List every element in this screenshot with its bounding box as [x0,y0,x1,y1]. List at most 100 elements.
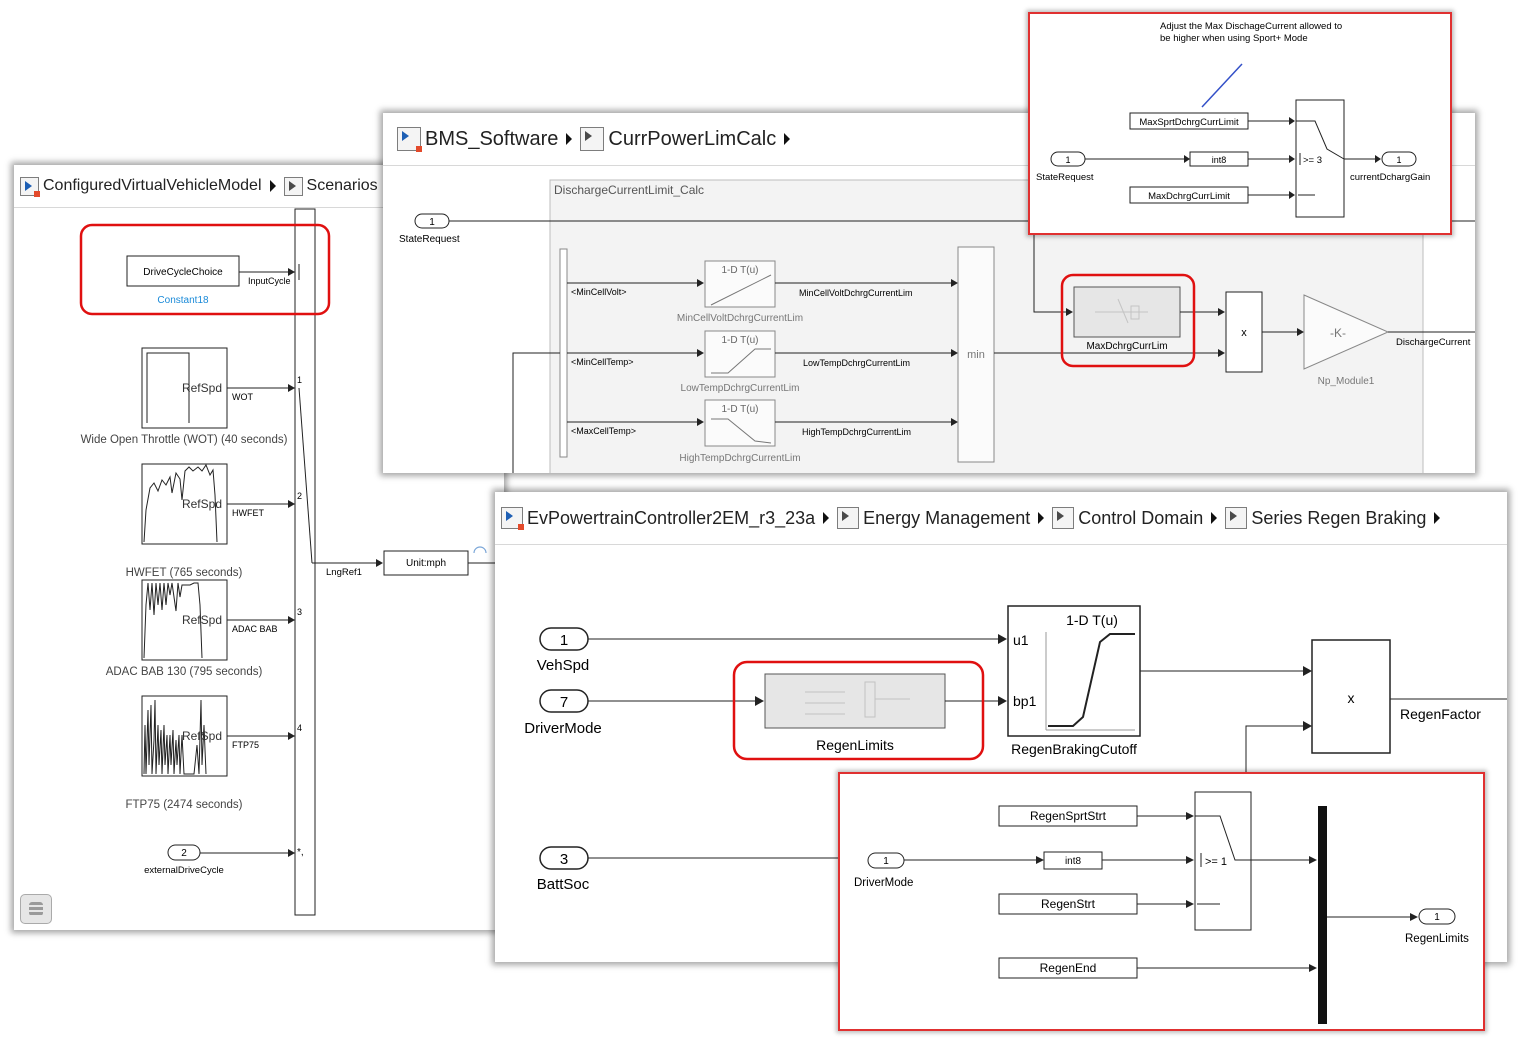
switch-block[interactable] [1295,99,1345,218]
regen-braking-cutoff-lut[interactable] [1007,605,1141,737]
breadcrumb-item-root[interactable]: ConfiguredVirtualVehicleModel [20,176,284,197]
lut-title: 1-D T(u) [721,335,758,346]
wireless-icon [473,546,487,554]
arrow-head-icon [697,418,704,426]
ftp75-port-label: FTP75 [232,740,259,750]
min-block[interactable] [957,246,995,463]
product-block[interactable] [1311,639,1391,754]
regen-limits-callout-canvas: RegenSprtStrt RegenStrt RegenEnd 1 Drive… [854,791,1469,1024]
switch-cond: >= 3 [1303,155,1322,166]
breadcrumb-label: BMS_Software [425,127,559,150]
unit-mph-label: Unit:mph [406,558,446,569]
regen-limits-callout: RegenSprtStrt RegenStrt RegenEnd 1 Drive… [838,772,1485,1031]
state-request-name: StateRequest [399,234,460,245]
discharge-subsystem-title: DischargeCurrentLimit_Calc [554,183,704,197]
drivermode-num: 1 [883,856,889,867]
arrow-head-icon [1375,155,1381,163]
chevron-right-icon [1434,512,1441,524]
chevron-right-icon [566,133,573,145]
adac-trace [143,582,203,659]
bus-selector-block[interactable] [559,248,568,458]
arrow-head-icon [1309,964,1317,972]
breadcrumb-item-control[interactable]: Control Domain [1052,507,1225,529]
arrow-head-icon [1410,913,1418,921]
outport-num: 1 [1434,912,1440,923]
wot-port-num: 1 [297,375,302,385]
wot-scope-block[interactable] [141,347,228,429]
adac-scope-block[interactable] [141,579,228,661]
breadcrumb-item-root[interactable]: EvPowertrainController2EM_r3_23a [501,507,837,530]
subsystem-icon [1052,507,1075,529]
mux-block[interactable] [1318,806,1327,1024]
drivermode-name: DriverMode [854,877,913,889]
arrow-head-icon [1218,349,1225,357]
max-dchrg-label: MaxDchrgCurrLimit [1148,191,1230,202]
wot-refspd-label: RefSpd [182,381,222,395]
hwfet-trace [143,463,218,543]
highlight-regen-limits [732,660,985,761]
int8-label: int8 [1065,856,1082,867]
model-icon [20,176,40,197]
breadcrumb-item-currpowerlim[interactable]: CurrPowerLimCalc [580,127,798,151]
drive-cycle-choice-block[interactable] [126,255,240,287]
switch-cond: >= 1 [1205,856,1227,868]
state-request-name: StateRequest [1036,172,1094,183]
scenarios-canvas: DriveCycleChoice Constant18 InputCycle R… [79,208,504,916]
breadcrumb-item-regen[interactable]: Series Regen Braking [1225,507,1448,529]
switch-block[interactable] [1194,791,1252,931]
breadcrumb-item-scenarios[interactable]: Scenarios [283,176,400,196]
lut-out-label-1: MinCellVoltDchrgCurrentLim [799,288,913,298]
ftp75-caption: FTP75 (2474 seconds) [126,799,243,811]
current-dcharg-gain-outport[interactable] [1381,151,1417,167]
maxdchrg-label: MaxDchrgCurrLim [1086,341,1167,352]
wot-port-label: WOT [232,392,253,402]
external-port-mark: *, [297,847,304,858]
arrow-head-icon [1289,155,1295,163]
arrow-head-icon [951,418,958,426]
external-port-name: externalDriveCycle [144,865,224,876]
drivermode-num: 7 [560,694,568,711]
lut-lowtemp-name: LowTempDchrgCurrentLim [681,383,800,394]
annotation-line-1: Adjust the Max DischageCurrent allowed t… [1160,21,1342,32]
multiport-switch-block[interactable] [294,208,316,916]
database-icon[interactable] [20,894,52,924]
constant18-name[interactable]: Constant18 [157,295,209,306]
external-port-num: 2 [181,848,187,859]
lut-lowtemp[interactable]: 1-D T(u) [704,330,776,378]
arrow-head-icon [998,634,1007,644]
chevron-right-icon [269,180,276,192]
subsystem-icon [1225,507,1248,529]
wot-caption: Wide Open Throttle (WOT) (40 seconds) [81,434,288,446]
lut-mincellvolt[interactable]: 1-D T(u) [704,260,776,308]
breadcrumb-item-bms[interactable]: BMS_Software [397,127,580,152]
max-sprt-dchrg-label: MaxSprtDchrgCurrLimit [1139,117,1239,128]
adac-refspd-label: RefSpd [182,613,222,627]
regen-limits-outport[interactable] [1418,908,1456,925]
lngref-label: LngRef1 [326,567,362,578]
vehspd-num: 1 [560,632,568,649]
breadcrumb-item-energy[interactable]: Energy Management [837,507,1052,529]
min-label: min [967,349,985,361]
bus-input-line [512,352,560,473]
highlight-constant [79,223,331,316]
lut-title: 1-D T(u) [721,404,758,415]
arrow-head-icon [951,349,958,357]
ftp75-port-num: 4 [297,723,302,733]
hwfet-port-label: HWFET [232,508,264,518]
chevron-right-icon [784,133,791,145]
arrow-head-icon [697,349,704,357]
lut-hightemp-name: HighTempDchrgCurrentLim [679,453,800,464]
outport-name: RegenLimits [1405,933,1469,945]
unit-mph-block[interactable] [383,550,469,576]
regen-limits-subsystem-block[interactable] [764,673,946,729]
int8-label: int8 [1212,155,1227,165]
gain-block[interactable] [1303,294,1390,370]
arrow-head-icon [1309,856,1317,864]
input-cycle-label: InputCycle [248,276,291,286]
lut-hightemp[interactable]: 1-D T(u) [704,399,776,447]
arrow-head-icon [288,268,295,276]
subsystem-icon [580,127,605,151]
chevron-right-icon [1211,512,1218,524]
arrow-head-icon [1186,900,1194,908]
switch-path [1296,120,1345,160]
